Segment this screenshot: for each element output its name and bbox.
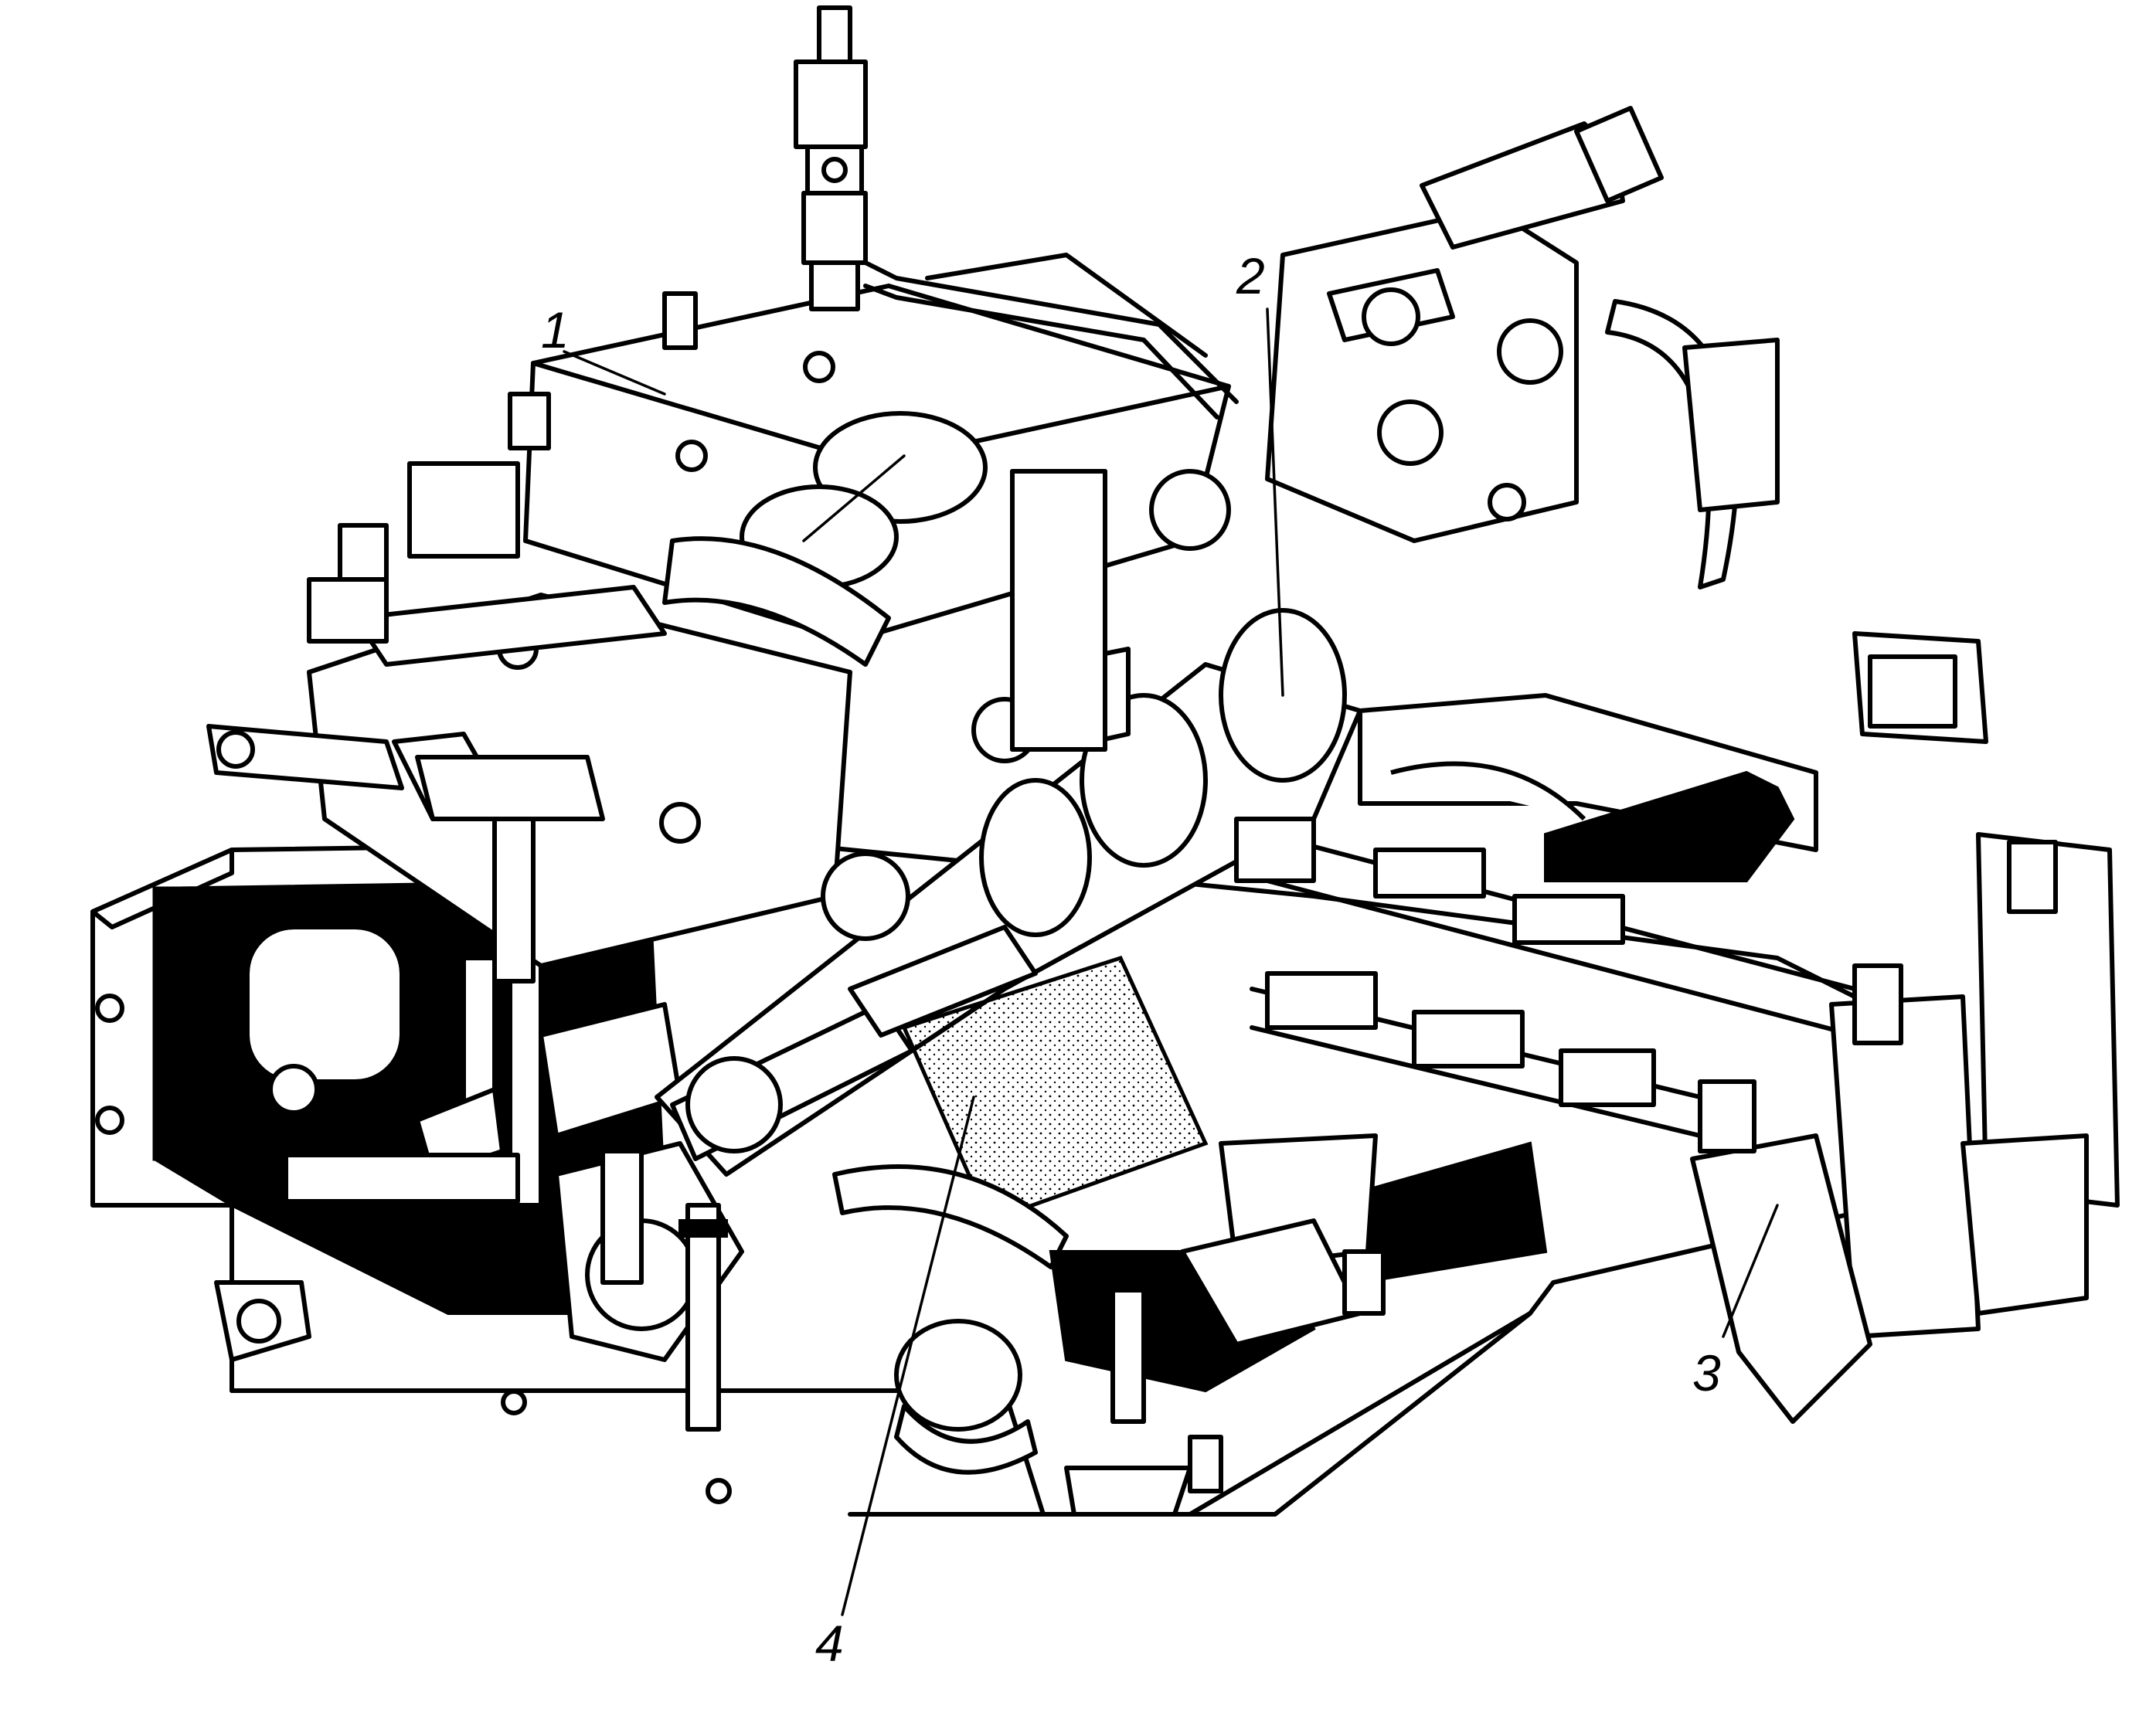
callout-labels: 1 2 3 4 — [541, 247, 1721, 1672]
leader-lines — [563, 307, 1779, 1616]
lower-cavity — [894, 1218, 1386, 1517]
drive-end-bearing — [554, 1141, 744, 1432]
delivery-valve-fitting — [794, 5, 1239, 420]
callout-3: 3 — [1692, 1344, 1721, 1401]
callout-4: 4 — [815, 1615, 844, 1672]
callout-2: 2 — [1236, 247, 1265, 304]
leader-line-3 — [1722, 1204, 1779, 1338]
outlet-unions — [1690, 631, 2120, 1424]
leader-line-1 — [563, 350, 666, 396]
leader-line-4 — [841, 1096, 975, 1616]
callout-1: 1 — [541, 301, 570, 358]
camshaft-assembly — [655, 469, 1362, 1269]
governor-chamber — [152, 878, 682, 1315]
control-head — [1149, 106, 1780, 589]
governor-cover — [206, 585, 852, 983]
left-fittings — [307, 291, 698, 644]
leader-line-2 — [1266, 307, 1284, 697]
